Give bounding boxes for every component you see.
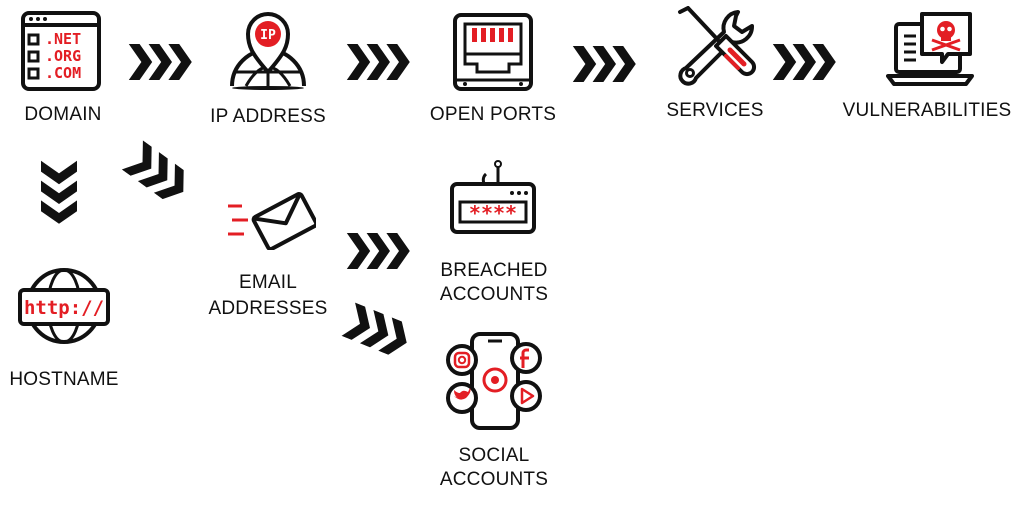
domain-label: DOMAIN xyxy=(24,104,102,125)
arrow-domain-to-ip xyxy=(128,44,192,80)
ip-location-pin-icon: IP xyxy=(230,12,306,90)
arrow-email-to-breached xyxy=(346,233,410,269)
social-label-line1: SOCIAL xyxy=(458,445,530,466)
email-label-line1: EMAIL xyxy=(238,272,298,293)
arrow-domain-to-email xyxy=(121,140,194,207)
vulnerabilities-label: VULNERABILITIES xyxy=(842,100,1012,121)
arrow-ip-to-ports xyxy=(346,44,410,80)
ip-address-label: IP ADDRESS xyxy=(210,106,326,127)
social-label-line2: ACCOUNTS xyxy=(439,469,549,490)
ip-badge: IP xyxy=(260,28,276,43)
services-label: SERVICES xyxy=(666,100,764,121)
tools-icon xyxy=(678,6,757,86)
tld-net: .NET xyxy=(45,30,81,48)
domain-list-icon: .NET .ORG .COM xyxy=(21,11,101,91)
tld-org: .ORG xyxy=(45,47,81,65)
arrow-domain-to-hostname xyxy=(41,160,77,224)
password-device-icon: **** xyxy=(450,160,536,234)
open-ports-label: OPEN PORTS xyxy=(429,104,557,125)
globe-http-icon: http:// xyxy=(18,268,110,344)
arrow-services-to-vulns xyxy=(772,44,836,80)
arrow-email-to-social xyxy=(341,302,414,360)
envelope-icon xyxy=(228,192,316,250)
arrow-ports-to-services xyxy=(572,46,636,82)
smartphone-social-icon xyxy=(446,332,542,430)
laptop-skull-icon xyxy=(886,12,974,86)
http-badge: http:// xyxy=(24,297,104,319)
ethernet-port-icon xyxy=(453,13,533,91)
hostname-label: HOSTNAME xyxy=(9,369,119,390)
breached-label-line1: BREACHED xyxy=(440,260,548,281)
tld-com: .COM xyxy=(45,64,81,82)
masked-password: **** xyxy=(469,201,517,225)
email-label-line2: ADDRESSES xyxy=(208,298,328,319)
breached-label-line2: ACCOUNTS xyxy=(439,284,549,305)
